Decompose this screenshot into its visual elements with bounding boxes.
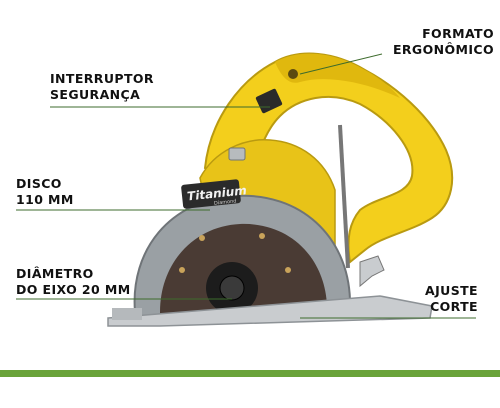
label-ergonomic-shape: FORMATO ERGONÔMICO <box>393 26 494 58</box>
wing-nut <box>359 255 385 288</box>
label-line: INTERRUPTOR <box>50 71 154 86</box>
guide-rod <box>338 124 350 269</box>
label-line: DISCO <box>16 176 62 191</box>
label-shaft-diameter: DIÂMETRO DO EIXO 20 MM <box>16 266 131 298</box>
leader-formato <box>299 53 383 75</box>
switch-button <box>288 69 298 79</box>
label-line: CORTE <box>430 299 478 314</box>
brand-name: Titanium <box>186 183 247 203</box>
guard-knob <box>228 147 246 161</box>
screw <box>285 267 291 273</box>
green-accent-bar <box>0 370 500 377</box>
label-line: 110 MM <box>16 192 74 207</box>
handle-grip <box>275 53 400 98</box>
brand-sub: Diamond <box>214 198 237 206</box>
screw <box>259 233 265 239</box>
label-line: DIÂMETRO <box>16 266 94 281</box>
screw <box>199 235 205 241</box>
arbor-nut <box>219 275 245 301</box>
base-front-lip <box>112 308 142 320</box>
leader-lines <box>16 53 476 319</box>
label-line: DO EIXO 20 MM <box>16 282 131 297</box>
label-line: AJUSTE <box>425 283 478 298</box>
label-safety-switch: INTERRUPTOR SEGURANÇA <box>50 71 154 103</box>
label-line: SEGURANÇA <box>50 87 141 102</box>
label-cut-adjustment: AJUSTE CORTE <box>425 283 478 315</box>
label-line: ERGONÔMICO <box>392 42 494 57</box>
label-disc-size: DISCO 110 MM <box>16 176 74 208</box>
screw <box>179 267 185 273</box>
label-line: FORMATO <box>422 26 494 41</box>
brand-plate <box>181 179 241 209</box>
